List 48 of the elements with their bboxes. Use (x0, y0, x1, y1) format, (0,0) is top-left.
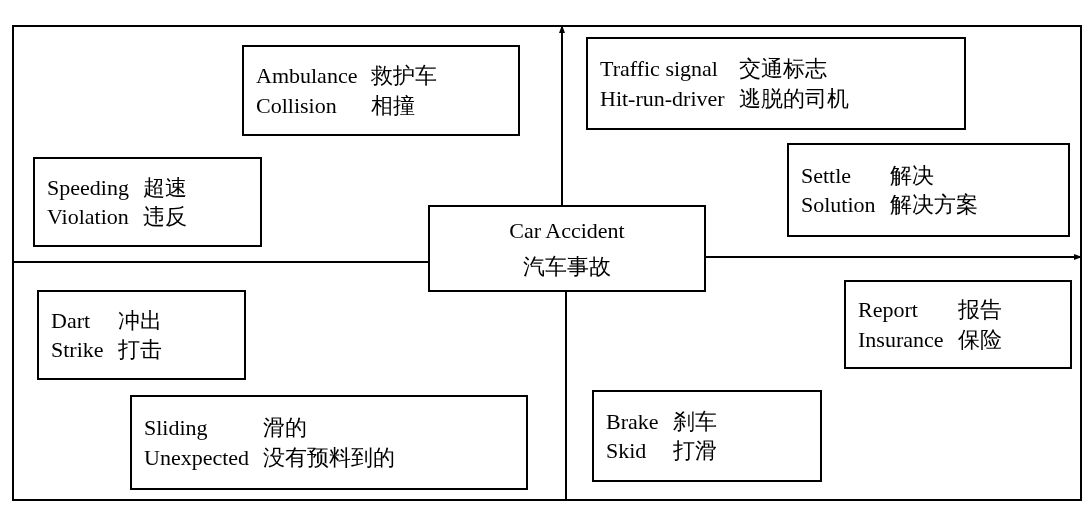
chinese-translation: 滑的 (263, 415, 309, 441)
english-term: Speeding (47, 174, 129, 200)
chinese-translation: 逃脱的司机 (738, 85, 849, 111)
english-term: Settle (801, 162, 853, 188)
chinese-translation: 刹车 (672, 408, 717, 434)
english-term: Skid (606, 438, 648, 464)
chinese-translation: 打击 (117, 337, 162, 363)
english-term: Strike (51, 337, 104, 363)
vocabulary-box (242, 45, 520, 136)
line (565, 291, 567, 501)
english-term: Insurance (858, 326, 944, 352)
english-term: Unexpected (144, 444, 250, 470)
topic-translation: 汽车事故 (523, 253, 611, 279)
chinese-translation: 解决方案 (889, 192, 978, 218)
english-term: Report (858, 297, 919, 323)
chinese-translation: 超速 (142, 174, 187, 200)
arrow (559, 25, 565, 206)
chinese-translation: 交通标志 (738, 56, 828, 82)
english-term: Solution (801, 192, 876, 218)
vocabulary-box (586, 37, 966, 130)
chinese-translation: 救护车 (371, 63, 438, 89)
vocabulary-box (787, 143, 1070, 237)
vocabulary-box (844, 280, 1072, 369)
vocabulary-box (33, 157, 262, 247)
vocabulary-box (592, 390, 822, 482)
chinese-translation: 冲出 (117, 307, 162, 333)
chinese-translation: 没有预料到的 (263, 444, 396, 470)
chinese-translation: 相撞 (371, 92, 417, 118)
chinese-translation: 违反 (142, 204, 187, 230)
english-term: Hit-run-driver (600, 85, 725, 111)
topic-box (428, 205, 706, 292)
chinese-translation: 保险 (957, 326, 1002, 352)
line (12, 261, 429, 263)
chinese-translation: 报告 (957, 297, 1002, 323)
english-term: Brake (606, 408, 659, 434)
topic-title: Car Accident (509, 218, 625, 244)
vocabulary-box (130, 395, 528, 490)
english-term: Ambulance (256, 63, 358, 89)
arrow (705, 254, 1082, 260)
vocabulary-box (37, 290, 246, 380)
frame-box (12, 25, 1082, 501)
english-term: Sliding (144, 415, 209, 441)
chinese-translation: 解决 (889, 162, 935, 188)
english-term: Collision (256, 92, 338, 118)
chinese-translation: 打滑 (672, 438, 717, 464)
english-term: Violation (47, 204, 129, 230)
english-term: Dart (51, 307, 92, 333)
english-term: Traffic signal (600, 56, 719, 82)
